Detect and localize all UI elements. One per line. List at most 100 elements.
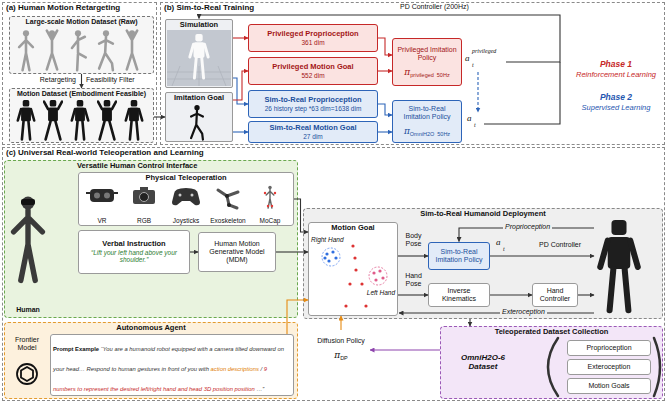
connector: [154, 116, 165, 117]
connector: [490, 294, 532, 295]
motion-goal-keypoints: [325, 252, 328, 255]
data-box: Proprioception: [567, 340, 651, 356]
motion-goal-keypoints: [348, 282, 351, 285]
motion-goal-keypoints: [381, 276, 384, 279]
motion-goal-keypoints: [323, 256, 326, 259]
process-box: Inverse Kinematics: [428, 283, 490, 307]
text-area: Exteroception: [567, 359, 651, 375]
motion-goal-keypoints: [378, 269, 381, 272]
deployment-signals: [490, 255, 594, 256]
node-text: RGB: [123, 217, 165, 224]
data-box: Motion Goals: [567, 378, 651, 394]
pd-feedback-loop: [199, 15, 560, 124]
panel: (c) Universal Real-world Teleoperation a…: [2, 147, 665, 401]
node-text: 26 history step *63 dim=1638 dim: [251, 105, 375, 112]
node-text: Motion Dataset (Embodiment Feasible): [12, 90, 151, 98]
free-label: Exteroception: [500, 308, 547, 316]
connector: [190, 251, 198, 252]
input-box: Sim-to-Real Motion Goal27 dim: [248, 121, 378, 143]
text-area: Prompt Example“You are a humanoid robot …: [50, 334, 294, 396]
node-text: π: [404, 67, 410, 77]
motion-goal-keypoints: [372, 271, 375, 274]
distillation-arrow: [477, 72, 478, 112]
input-box: Privileged Proprioception361 dim: [248, 24, 378, 52]
input-box: Sim-to-Real Proprioception26 history ste…: [248, 90, 378, 118]
node-text: Verbal Instruction: [81, 240, 187, 249]
text-area: Diffusion PolicyπDP: [312, 330, 370, 368]
free-label: a: [465, 54, 470, 63]
text-area: OmniH2O-6 Dataset: [446, 344, 520, 380]
node-text: Autonomous Agent: [7, 324, 295, 333]
mocap-icon: [271, 205, 273, 207]
motion-goal-keypoints: [334, 256, 337, 259]
connector: [469, 319, 470, 326]
node-text: Right Hand: [311, 236, 395, 243]
motion-goal-keypoints: [364, 304, 367, 307]
connector: [233, 131, 248, 132]
node-text: …”: [256, 386, 264, 392]
node-text: 361 dim: [251, 39, 375, 46]
policy-box: Privileged Imitation Policyπprivileged50…: [392, 38, 462, 86]
motion-goal-keypoints: [327, 259, 330, 262]
node-text: privileged: [410, 72, 434, 78]
pd-feedback-loop: [484, 62, 560, 124]
process-box: Hand Controller: [532, 283, 578, 307]
text-area: Imitation Goal: [165, 92, 233, 142]
mocap-icon: [264, 192, 266, 194]
camera-icon: [133, 190, 155, 204]
text-area: Privileged Imitation Policyπprivileged50…: [392, 38, 462, 86]
text-area: Privileged Proprioception361 dim: [248, 24, 378, 52]
node-text: Versatile Human Control Interface: [7, 162, 295, 171]
text-area: Sim-to-Real Proprioception26 history ste…: [248, 90, 378, 118]
free-label: Reinforcement Learning: [570, 71, 662, 79]
node-text: Inverse Kinematics: [431, 287, 487, 303]
free-label: Phase 1: [570, 60, 662, 69]
connector: [378, 70, 392, 71]
node-text: Simulation: [168, 21, 230, 30]
text-area: Privileged Motion Goal552 dim: [248, 57, 378, 85]
node-text: Prompt Example: [53, 346, 99, 352]
free-label: Retargeting: [10, 76, 76, 84]
motion-goal-keypoints: [353, 256, 356, 259]
text-area: Proprioception: [567, 340, 651, 356]
joystick-icon: [179, 194, 182, 197]
text-area: Motion GoalRight HandLeft Hand: [308, 222, 398, 316]
text-area: Sim-to-Real Motion Goal27 dim: [248, 121, 378, 143]
input-box: Privileged Motion Goal552 dim: [248, 57, 378, 85]
node-text: Joysticks: [165, 217, 207, 224]
node-text: Human Motion Generative Model (MDM): [201, 240, 273, 264]
node-text: VR: [81, 217, 123, 224]
motion-goal-keypoints: [331, 250, 334, 253]
node-text: Large-scale Motion Dataset (Raw): [12, 18, 151, 26]
connector: [233, 37, 248, 38]
motion-goal-keypoints: [351, 244, 354, 247]
free-label: t: [503, 246, 505, 252]
node-text: action descriptions: [211, 366, 259, 372]
node-text: (a) Human Motion Retargeting: [6, 3, 153, 12]
node-text: Teleoperated Dataset Collection: [443, 328, 660, 337]
policy-box: Sim-to-Real Imitation Policy: [428, 242, 490, 270]
interface-box: Verbal Instruction“Lift your left hand a…: [78, 230, 190, 274]
node-text: Left Hand: [311, 289, 395, 296]
free-label: t: [472, 62, 474, 68]
simulation-scene: [167, 30, 231, 86]
region: Autonomous AgentFrontier ModelPrompt Exa…: [4, 322, 298, 399]
vr-icon: [94, 193, 100, 199]
text-area: Verbal Instruction“Lift your left hand a…: [78, 230, 190, 274]
node-text: Motion Goal: [311, 224, 395, 233]
deployment-signals: [399, 312, 594, 313]
mocap-icon: [274, 192, 276, 194]
free-label: PD Controller: [530, 241, 590, 249]
region: Teleoperated Dataset CollectionOmniH2O-6…: [440, 326, 663, 399]
node-text: Sim-to-Real Proprioception: [251, 96, 375, 105]
node-text: MoCap: [249, 217, 291, 224]
node-text: Imitation Goal: [168, 94, 230, 103]
node-text: Frontier Model: [11, 336, 43, 352]
goal-box: Imitation Goal: [165, 92, 233, 142]
free-label: PD Controller (200Hz): [398, 3, 471, 11]
dataset-title: OmniH2O-6 Dataset: [446, 344, 520, 380]
node-text: /: [261, 366, 263, 372]
region: Versatile Human Control InterfacePhysica…: [4, 160, 298, 318]
exoskeleton-icon: [225, 194, 229, 198]
node-text: 27 dim: [251, 133, 375, 140]
